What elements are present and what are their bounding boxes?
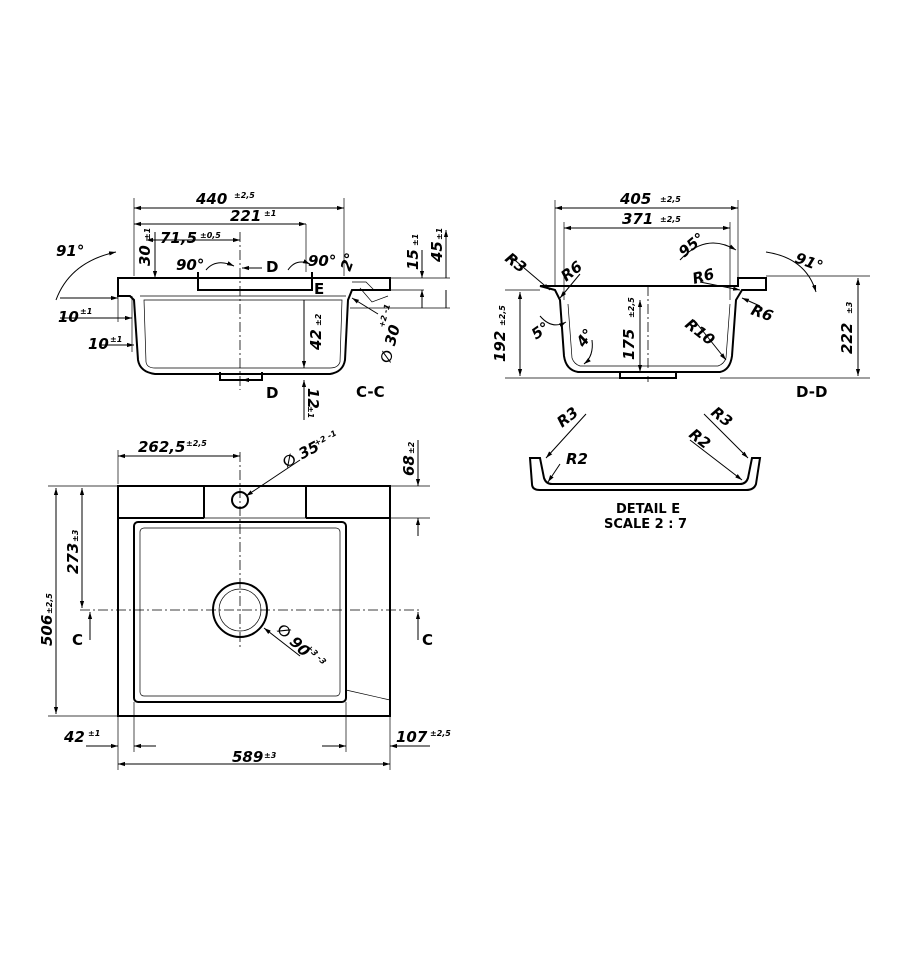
radius-r3-dd: R3: [502, 249, 530, 277]
tol-371: ±2,5: [660, 215, 681, 224]
tol-10-a: ±1: [80, 307, 92, 316]
dim-222: 222: [838, 323, 856, 354]
dim-45: 45: [428, 241, 446, 263]
dim-371: 371: [622, 210, 653, 228]
tol-589: ±3: [264, 751, 277, 760]
tol-tap-dia: +2 -1: [313, 429, 338, 448]
tol-273: ±3: [71, 529, 80, 542]
dim-10-b: 10: [88, 335, 109, 353]
tol-15: ±1: [411, 234, 420, 246]
section-dd-labels: 405 ±2,5 371 ±2,5 192 ±2,5 175 ±2,5 222 …: [491, 190, 856, 401]
section-c-left: C: [72, 631, 83, 649]
tol-71-5: ±0,5: [200, 231, 221, 240]
dim-589: 589: [232, 748, 263, 766]
angle-5: 5°: [528, 318, 553, 343]
angle-90-b: 90°: [308, 252, 336, 270]
plan-view: [48, 440, 430, 770]
dim-273: 273: [64, 543, 82, 574]
tol-42: ±2: [314, 313, 323, 326]
detail-r3-right: R3: [708, 403, 736, 431]
dim-192: 192: [491, 331, 509, 362]
tol-68: ±2: [407, 441, 416, 454]
dim-30: 30: [136, 245, 154, 266]
tol-192: ±2,5: [498, 305, 507, 326]
dim-overflow-dia: ∅ 30: [376, 323, 403, 365]
detail-e-labels: R3 R2 R3 R2 DETAIL E SCALE 2 : 7: [553, 403, 736, 532]
angle-91-dd: 91°: [793, 249, 826, 276]
dim-68: 68: [400, 455, 418, 476]
dim-506: 506: [38, 615, 56, 646]
tol-107: ±2,5: [430, 729, 451, 738]
section-c-right: C: [422, 631, 433, 649]
detail-e-view: [528, 413, 762, 491]
dim-107: 107: [396, 728, 428, 746]
tol-10-b: ±1: [110, 335, 122, 344]
tol-45: ±1: [435, 228, 444, 240]
dim-262-5: 262,5: [138, 438, 185, 456]
dim-71-5: 71,5: [160, 229, 197, 247]
angle-91-cc: 91°: [56, 242, 84, 260]
tol-405: ±2,5: [660, 195, 681, 204]
section-d-top: D: [266, 258, 278, 276]
tol-262-5: ±2,5: [186, 439, 207, 448]
tol-12: ±1: [306, 406, 315, 418]
tol-drain-dia: +3 -3: [305, 643, 329, 667]
detail-e-title: DETAIL E: [616, 502, 680, 517]
dim-15: 15: [404, 249, 422, 270]
section-cc-labels: 440 ±2,5 221 ±1 71,5 ±0,5 30 ±1 15 ±1 45…: [56, 190, 446, 418]
radius-r6-b: R6: [690, 265, 716, 288]
detail-r2-left: R2: [566, 450, 588, 468]
section-cc-title: C-C: [356, 383, 385, 401]
section-dd-title: D-D: [796, 383, 827, 401]
tol-440: ±2,5: [234, 191, 255, 200]
tol-222: ±3: [845, 301, 854, 314]
tol-221: ±1: [264, 209, 276, 218]
detail-e-scale: SCALE 2 : 7: [604, 517, 687, 532]
dim-440: 440: [195, 190, 227, 208]
dim-175: 175: [620, 329, 638, 360]
radius-r6-a: R6: [557, 257, 585, 285]
dim-12: 12: [304, 388, 322, 409]
dim-405: 405: [619, 190, 651, 208]
radius-r6-c: R6: [749, 301, 776, 325]
section-dd-view: [505, 200, 870, 382]
tol-506: ±2,5: [45, 593, 54, 614]
dim-221: 221: [230, 207, 261, 225]
dim-10-a: 10: [58, 308, 79, 326]
section-d-bottom: D: [266, 384, 278, 402]
dim-42-margin: 42: [63, 728, 85, 746]
tol-175: ±2,5: [627, 297, 636, 318]
detail-e-marker: E: [314, 280, 324, 298]
angle-4: 4°: [572, 325, 598, 351]
tol-42-margin: ±1: [88, 729, 100, 738]
angle-95: 95°: [675, 229, 708, 261]
dim-42: 42: [307, 329, 325, 351]
tol-30: ±1: [143, 228, 152, 240]
detail-r3-left: R3: [553, 403, 581, 431]
angle-90-a: 90°: [176, 256, 204, 274]
section-cc-view: [55, 198, 450, 420]
detail-r2-right: R2: [686, 425, 714, 453]
angle-2: 2°: [337, 250, 360, 273]
